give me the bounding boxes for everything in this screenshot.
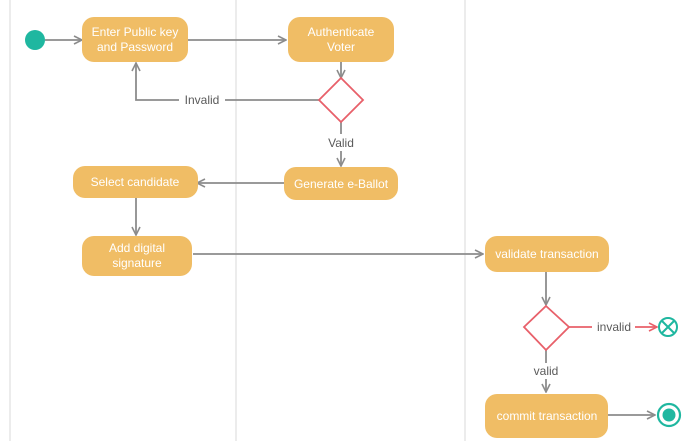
action-select-candidate: Select candidate — [73, 166, 198, 198]
label-bg-valid — [324, 134, 358, 151]
action-select-candidate-label: Select candidate — [91, 175, 180, 189]
label-bg-invalid — [179, 91, 225, 108]
action-commit-transaction-label: commit transaction — [497, 409, 598, 423]
flow-final-icon — [658, 317, 678, 337]
action-authenticate-voter: Authenticate Voter — [288, 17, 394, 62]
decision-authentication — [317, 76, 365, 124]
action-commit-transaction: commit transaction — [485, 394, 608, 438]
start-node — [25, 30, 45, 50]
end-node-icon — [656, 402, 682, 428]
action-authenticate-line2: Voter — [327, 40, 355, 54]
label-tx-valid: valid — [534, 364, 559, 378]
action-enter-credentials-line1: Enter Public key — [92, 25, 179, 39]
label-auth-invalid: Invalid — [185, 93, 220, 107]
action-generate-eballot-label: Generate e-Ballot — [294, 177, 389, 191]
action-add-signature-line1: Add digital — [109, 241, 165, 255]
action-authenticate-line1: Authenticate — [308, 25, 375, 39]
label-tx-invalid: invalid — [597, 320, 631, 334]
label-auth-valid: Valid — [328, 136, 354, 150]
decision-transaction — [522, 304, 571, 352]
action-enter-credentials: Enter Public key and Password — [82, 17, 188, 62]
edge-invalid-loop — [136, 63, 319, 101]
action-add-signature: Add digital signature — [82, 236, 192, 276]
action-validate-transaction-label: validate transaction — [495, 247, 598, 261]
action-validate-transaction: validate transaction — [485, 236, 609, 272]
action-generate-eballot: Generate e-Ballot — [284, 167, 398, 200]
action-add-signature-line2: signature — [112, 256, 162, 270]
action-enter-credentials-line2: and Password — [97, 40, 173, 54]
